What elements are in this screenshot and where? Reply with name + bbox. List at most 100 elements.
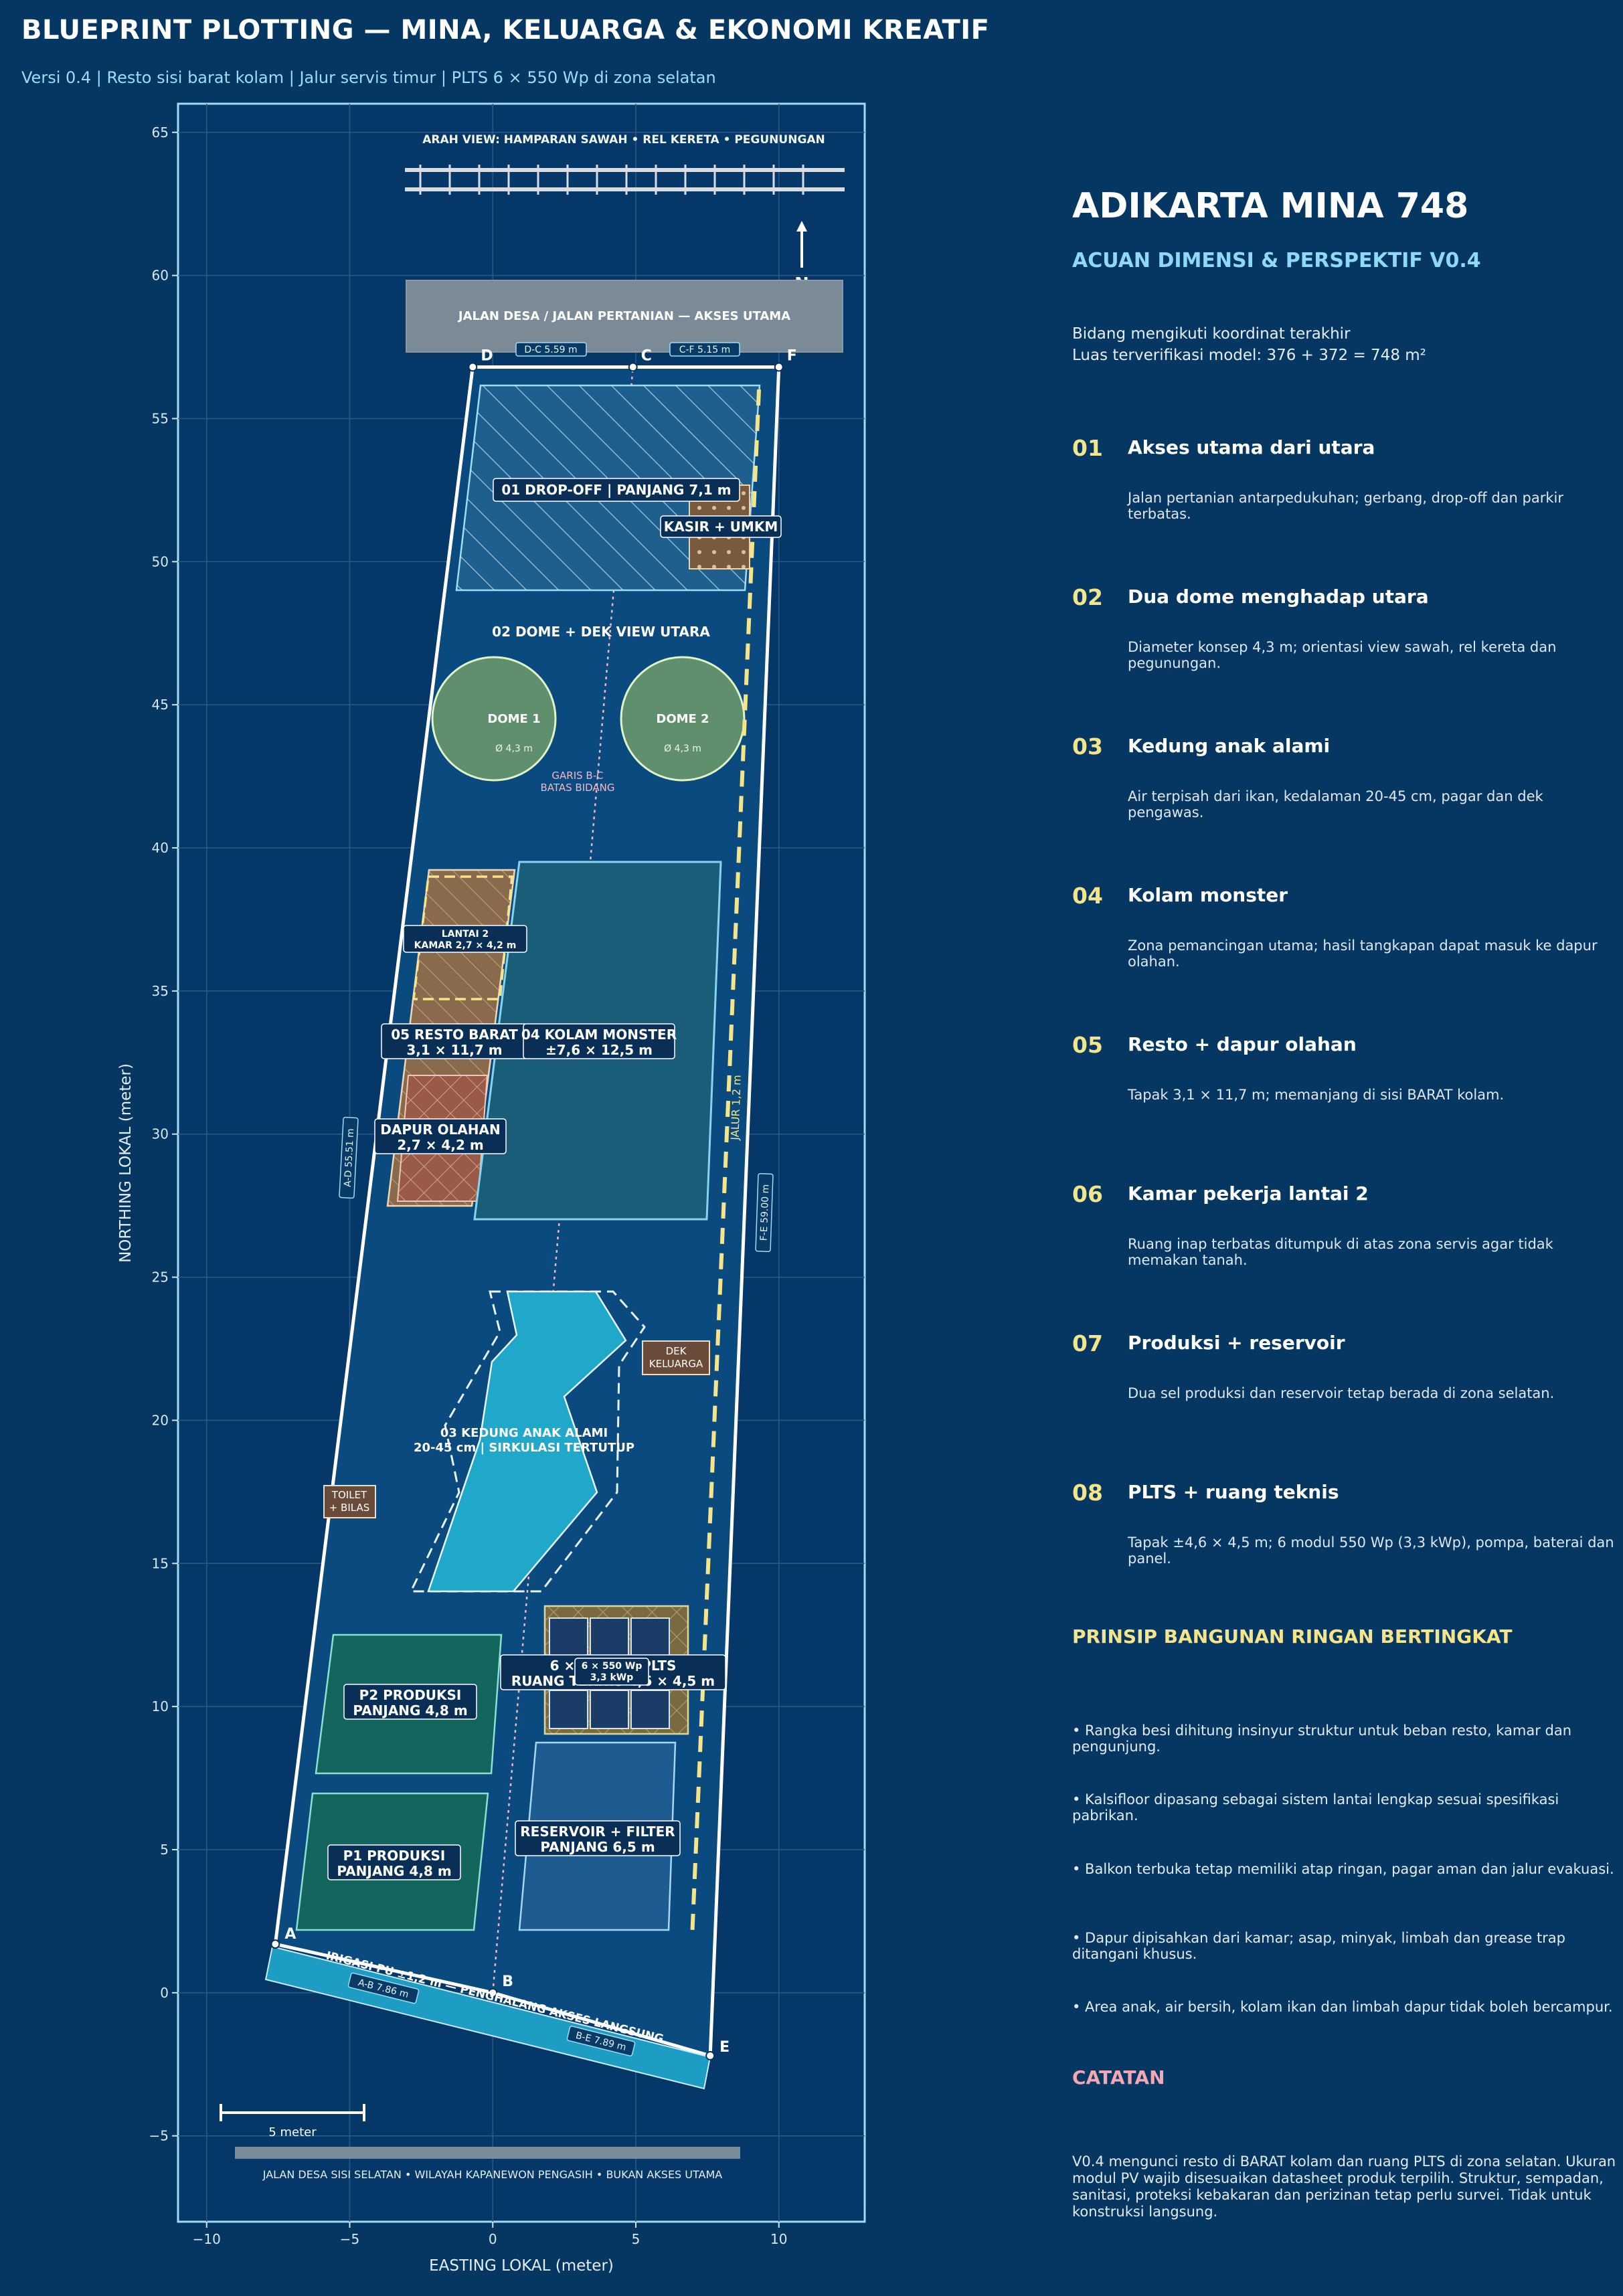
panel-intro: Bidang mengikuti koordinat terakhir Luas…	[1072, 323, 1426, 366]
item-description: Jalan pertanian antarpedukuhan; gerbang,…	[1128, 490, 1563, 522]
y-tick-label: 35	[152, 983, 169, 999]
item-description: Zona pemancingan utama; hasil tangkapan …	[1128, 938, 1598, 970]
p1-label: P1 PRODUKSI PANJANG 4,8 m	[327, 1844, 461, 1880]
dim-ad: A-D 55.51 m	[339, 1116, 359, 1199]
svg-text:KAMAR 2,7 × 4,2 m: KAMAR 2,7 × 4,2 m	[414, 940, 517, 951]
pv-module	[549, 1690, 588, 1729]
svg-text:03 KEDUNG ANAK ALAMI: 03 KEDUNG ANAK ALAMI	[440, 1426, 608, 1440]
svg-text:PANJANG 4,8 m: PANJANG 4,8 m	[353, 1702, 467, 1718]
toilet-zone	[323, 1485, 376, 1518]
dim-cf: C-F 5.15 m	[669, 342, 740, 357]
kedung-label: 03 KEDUNG ANAK ALAMI 20-45 cm | SIRKULAS…	[414, 1426, 634, 1455]
south-road	[235, 2147, 740, 2159]
svg-text:C-F 5.15 m: C-F 5.15 m	[679, 345, 731, 355]
principle-title: PRINSIP BANGUNAN RINGAN BERTINGKAT	[1072, 1625, 1513, 1648]
svg-text:DAPUR OLAHAN: DAPUR OLAHAN	[380, 1122, 501, 1138]
item-number: 03	[1072, 733, 1103, 760]
item-number: 08	[1072, 1480, 1103, 1506]
svg-text:LANTAI 2: LANTAI 2	[442, 929, 489, 940]
item-description: Tapak 3,1 × 11,7 m; memanjang di sisi BA…	[1128, 1087, 1505, 1103]
y-tick-label: 0	[160, 1985, 169, 2001]
lantai2-outline	[412, 875, 513, 1000]
y-tick-label: 10	[152, 1698, 169, 1714]
item-heading: Kamar pekerja lantai 2	[1128, 1182, 1369, 1205]
pv-module	[549, 1617, 588, 1657]
item-heading: Dua dome menghadap utara	[1128, 586, 1429, 608]
vertex-e	[705, 2050, 715, 2060]
y-tick-label: −5	[149, 2128, 169, 2144]
svg-text:P1 PRODUKSI: P1 PRODUKSI	[343, 1848, 446, 1864]
service-path	[690, 389, 761, 1939]
main-subtitle: Versi 0.4 | Resto sisi barat kolam | Jal…	[21, 68, 716, 87]
pv-module	[630, 1690, 670, 1729]
note-text: V0.4 mengunci resto di BARAT kolam dan r…	[1072, 2153, 1616, 2220]
vertex-label-d: D	[481, 347, 493, 364]
item-number: 05	[1072, 1032, 1103, 1058]
x-axis-label: EASTING LOKAL (meter)	[429, 2257, 614, 2275]
x-tick-label: −5	[340, 2231, 359, 2247]
y-axis-label: NORTHING LOKAL (meter)	[117, 1063, 135, 1263]
dome-1-diameter: Ø 4,3 m	[495, 743, 533, 754]
panel-intro-line-2: Luas terverifikasi model: 376 + 372 = 74…	[1072, 347, 1426, 364]
dome-2-label: DOME 2	[656, 712, 709, 726]
item-description: Dua sel produksi dan reservoir tetap ber…	[1128, 1385, 1555, 1401]
svg-text:3,3 kWp: 3,3 kWp	[590, 1672, 633, 1683]
y-tick-label: 65	[152, 124, 169, 141]
y-tick-label: 50	[152, 553, 169, 569]
vertex-f	[774, 362, 784, 372]
lantai2-label: LANTAI 2 KAMAR 2,7 × 4,2 m	[403, 925, 527, 953]
dome-section-label: 02 DOME + DEK VIEW UTARA	[492, 624, 710, 640]
north-road-label: JALAN DESA / JALAN PERTANIAN — AKSES UTA…	[457, 309, 790, 323]
vertex-label-b: B	[502, 1973, 513, 1990]
svg-text:3,1 × 11,7 m: 3,1 × 11,7 m	[406, 1042, 502, 1058]
reservoir-label: RESERVOIR + FILTER PANJANG 6,5 m	[515, 1820, 681, 1856]
vertex-label-e: E	[719, 2039, 730, 2056]
bc-label-2: BATAS BIDANG	[540, 782, 614, 794]
x-tick-label: −10	[193, 2231, 221, 2247]
vertex-b	[488, 1988, 498, 1998]
svg-text:KELUARGA: KELUARGA	[649, 1358, 703, 1370]
svg-text:F-E 59.00 m: F-E 59.00 m	[759, 1184, 772, 1241]
y-tick-label: 45	[152, 697, 169, 713]
pv-module	[630, 1617, 670, 1657]
dek-label: DEK KELUARGA	[649, 1345, 703, 1370]
kedung-outer-fence	[409, 1290, 646, 1593]
dim-fe: F-E 59.00 m	[755, 1173, 774, 1252]
item-description: Tapak ±4,6 × 4,5 m; 6 modul 550 Wp (3,3 …	[1128, 1534, 1614, 1567]
pv-module	[590, 1690, 629, 1729]
svg-text:04 KOLAM MONSTER: 04 KOLAM MONSTER	[521, 1027, 677, 1043]
railway-graphic	[405, 165, 845, 195]
svg-text:D-C 5.59 m: D-C 5.59 m	[524, 345, 577, 355]
principle-bullet-3: • Balkon terbuka tetap memiliki atap rin…	[1072, 1861, 1614, 1877]
svg-text:TOILET: TOILET	[331, 1489, 367, 1501]
dome-1-label: DOME 1	[487, 712, 540, 726]
toilet-label: TOILET + BILAS	[329, 1489, 370, 1514]
y-tick-label: 25	[152, 1269, 169, 1286]
vertex-c	[628, 362, 638, 372]
svg-text:DEK: DEK	[666, 1345, 687, 1357]
item-number: 02	[1072, 584, 1103, 610]
principle-bullet-1: • Rangka besi dihitung insinyur struktur…	[1072, 1723, 1572, 1755]
item-number: 01	[1072, 435, 1103, 461]
item-description: Ruang inap terbatas ditumpuk di atas zon…	[1128, 1236, 1553, 1268]
vertex-label-f: F	[787, 347, 797, 364]
svg-text:PANJANG 4,8 m: PANJANG 4,8 m	[337, 1863, 451, 1879]
dome-1	[431, 656, 557, 782]
view-direction-label: ARAH VIEW: HAMPARAN SAWAH • REL KERETA •…	[422, 133, 825, 147]
note-title: CATATAN	[1072, 2066, 1165, 2089]
resto-label: 05 RESTO BARAT 3,1 × 11,7 m	[381, 1023, 528, 1059]
item-heading: Resto + dapur olahan	[1128, 1033, 1357, 1055]
svg-text:6 × 550 Wp: 6 × 550 Wp	[582, 1661, 643, 1672]
pv-module	[590, 1617, 629, 1657]
jalur-label: JALUR 1,2 m	[728, 1075, 743, 1141]
dome-2-diameter: Ø 4,3 m	[664, 743, 701, 754]
dropoff-label: 01 DROP-OFF | PANJANG 7,1 m	[493, 478, 740, 502]
svg-text:05 RESTO BARAT: 05 RESTO BARAT	[391, 1027, 518, 1043]
vertex-a	[270, 1939, 280, 1949]
svg-text:P2 PRODUKSI: P2 PRODUKSI	[359, 1687, 462, 1703]
y-tick-label: 20	[152, 1412, 169, 1428]
item-description: Air terpisah dari ikan, kedalaman 20-45 …	[1128, 788, 1543, 820]
scale-bar: 5 meter	[220, 2104, 365, 2139]
svg-text:±7,6 × 12,5 m: ±7,6 × 12,5 m	[545, 1042, 653, 1058]
